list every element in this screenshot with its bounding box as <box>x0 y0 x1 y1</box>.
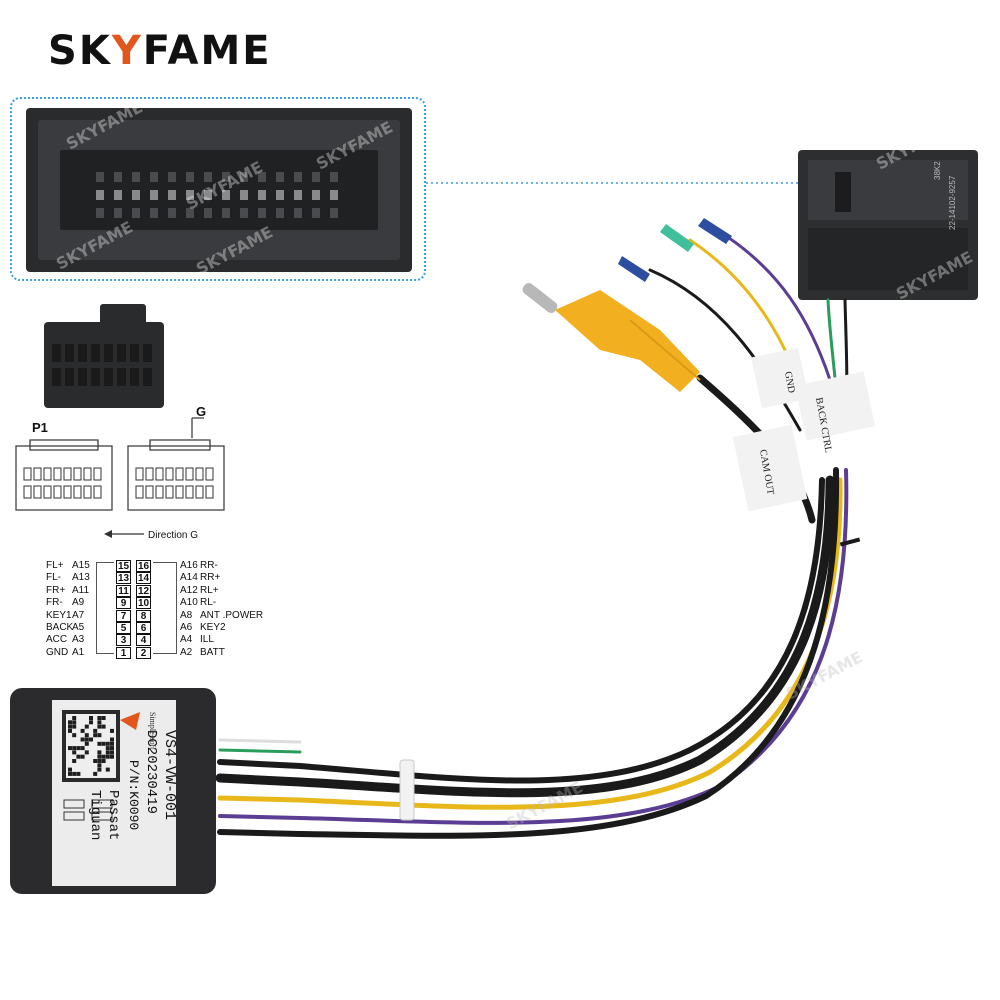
pin-number-right: 6 <box>136 622 151 634</box>
pin-number-left: 11 <box>116 584 131 597</box>
connector-face <box>26 108 412 272</box>
wire-bundle <box>215 230 849 839</box>
g-label: G <box>196 404 206 419</box>
cable-tie-upper <box>839 537 861 547</box>
cable-tie-lower <box>399 759 415 821</box>
pin-code-left: A7 <box>72 609 85 621</box>
pin-number-left: 13 <box>116 572 131 585</box>
pin-code-left: A13 <box>72 572 90 584</box>
pin-name-right: BATT <box>200 646 225 658</box>
module-pn: P/N:K0090 <box>126 760 141 830</box>
pin-name-left: GND <box>46 646 69 658</box>
pin-number-right: 8 <box>136 609 151 622</box>
socket-label-line2: 22-14102-9257 <box>948 175 957 230</box>
pin-name-left: KEY1 <box>46 609 72 621</box>
brand-logo-text: SKYFAME <box>48 28 272 74</box>
pin-code-left: A11 <box>72 584 90 596</box>
connector-zoom-frame <box>10 97 426 281</box>
pin-code-right: A14 <box>180 572 198 584</box>
pin-name-left: FR+ <box>46 584 66 596</box>
pin-number-right: 12 <box>136 584 151 597</box>
pin-code-right: A8 <box>180 609 193 621</box>
pin-name-right: ILL <box>200 634 214 646</box>
pin-code-right: A10 <box>180 597 198 609</box>
pin-code-right: A16 <box>180 560 198 571</box>
connector-pin-grid <box>96 172 338 218</box>
pinout-bracket-left <box>96 562 114 654</box>
pin-name-left: FR- <box>46 597 63 609</box>
pin-code-right: A2 <box>180 646 193 658</box>
pin-number-right: 2 <box>136 646 151 659</box>
module-car1: Passat <box>105 790 121 840</box>
p1-label: P1 <box>32 420 48 435</box>
pin-name-left: ACC <box>46 634 68 646</box>
pin-name-left: FL- <box>46 572 61 584</box>
pin-number-right: 10 <box>136 597 151 610</box>
module-model: VS4-VW-001 <box>161 730 178 820</box>
pin-number-right: 14 <box>136 572 151 585</box>
pin-number-left: 3 <box>116 634 131 647</box>
wire-caps <box>618 218 732 282</box>
pin-name-right: RL+ <box>200 584 219 596</box>
pin-number-left: 15 <box>116 560 131 572</box>
pin-name-right: RL- <box>200 597 217 609</box>
pin-code-left: A3 <box>72 634 85 646</box>
pin-number-right: 16 <box>136 560 151 572</box>
direction-arrow <box>104 530 112 538</box>
wire-tags <box>732 347 876 512</box>
module-brand: Simple-soft <box>148 712 157 750</box>
module-date: DC20230419 <box>143 730 159 814</box>
pin-code-right: A12 <box>180 584 198 596</box>
pin-name-right: RR- <box>200 560 218 571</box>
pin-code-left: A15 <box>72 560 90 571</box>
direction-label: Direction G <box>148 530 198 541</box>
pin-number-left: 9 <box>116 597 131 610</box>
module-car2: Tiguan <box>87 790 103 840</box>
socket-connector: 38K2 22-14102-9257 <box>798 150 978 300</box>
pin-number-left: 5 <box>116 622 131 634</box>
pin-code-left: A1 <box>72 646 85 658</box>
tag-gnd: GND <box>782 371 797 394</box>
pinout-bracket-right <box>153 562 177 654</box>
pin-code-left: A5 <box>72 622 85 633</box>
brand-logo: SKYFAME <box>48 28 272 74</box>
pin-code-right: A6 <box>180 622 193 633</box>
pin-name-left: BACK <box>46 622 74 633</box>
p1-connector-photo <box>44 304 164 408</box>
decoder-module <box>10 688 216 894</box>
pin-name-right: ANT .POWER <box>200 609 264 621</box>
socket-label-line1: 38K2 <box>933 161 942 180</box>
pin-name-right: KEY2 <box>200 622 226 633</box>
pin-name-right: RR+ <box>200 572 221 584</box>
connector-drawings <box>15 417 225 535</box>
pin-name-left: FL+ <box>46 560 64 571</box>
qr-code <box>68 716 114 776</box>
rca-plug <box>522 282 701 392</box>
pin-number-left: 1 <box>116 646 131 659</box>
pin-number-left: 7 <box>116 609 131 622</box>
pin-code-right: A4 <box>180 634 193 646</box>
pin-number-right: 4 <box>136 634 151 647</box>
pin-code-left: A9 <box>72 597 85 609</box>
